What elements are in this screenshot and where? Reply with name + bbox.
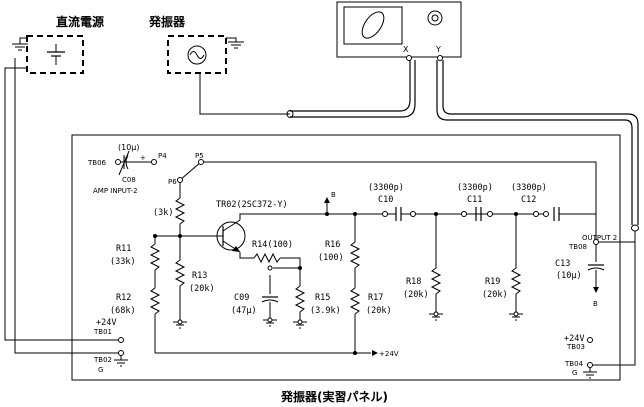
p6-terminal[interactable] xyxy=(177,177,183,183)
r17-value: (20k) xyxy=(366,306,392,316)
r11-label: R11 xyxy=(116,244,131,254)
c08-plus: + xyxy=(140,154,146,162)
c10-value: (3300p) xyxy=(368,183,404,193)
dc-power-label: 直流電源 xyxy=(56,14,104,29)
tb02-ground: G xyxy=(98,366,103,374)
r13-value: (20k) xyxy=(189,284,215,294)
r15-label: R15 xyxy=(315,293,330,303)
c12-value: (3300p) xyxy=(511,183,547,193)
r18-label: R18 xyxy=(406,277,421,287)
c08-minus: − xyxy=(123,154,129,162)
tb03-label: TB03 xyxy=(566,343,585,351)
scope-x-label: X xyxy=(403,45,409,54)
tb06-label: TB06 xyxy=(87,159,107,167)
p5-terminal[interactable] xyxy=(198,159,204,165)
r11-value: (33k) xyxy=(110,257,136,267)
tb01-terminal[interactable] xyxy=(118,337,124,343)
circuit xyxy=(118,150,605,356)
ground-symbols xyxy=(114,313,597,379)
tb04-terminal[interactable] xyxy=(587,362,593,368)
tb04-ground: G xyxy=(572,369,577,377)
c09-label: C09 xyxy=(234,293,249,303)
tb01-label: TB01 xyxy=(93,328,112,336)
r13-label: R13 xyxy=(192,271,207,281)
c10-label: C10 xyxy=(378,195,393,205)
scope-x-terminal[interactable] xyxy=(406,55,412,61)
cable-tb02 xyxy=(14,58,118,354)
dc-power-supply: 直流電源 xyxy=(12,14,104,74)
tb06-terminal[interactable] xyxy=(115,159,121,165)
tb01-voltage: +24V xyxy=(96,318,116,328)
p4-label: P4 xyxy=(158,152,167,160)
cables xyxy=(4,58,639,366)
junction-dots xyxy=(153,212,518,355)
oscillator-label: 発振器 xyxy=(148,14,186,29)
tb08-terminal[interactable] xyxy=(593,239,599,245)
r-3k-value: (3k) xyxy=(153,208,173,218)
r12-label: R12 xyxy=(116,293,131,303)
r16-value: (100) xyxy=(318,253,344,263)
tb04-label: TB04 xyxy=(564,360,584,368)
scope-y-terminal[interactable] xyxy=(437,55,443,61)
scope-y-label: Y xyxy=(435,45,441,54)
tb08-label: TB08 xyxy=(568,243,587,251)
b-right-label: B xyxy=(593,300,598,308)
terminal-posts xyxy=(115,159,599,368)
c11-label: C11 xyxy=(467,195,482,205)
r12-value: (68k) xyxy=(110,306,136,316)
tb02-label: TB02 xyxy=(93,356,112,364)
p6-label: P6 xyxy=(168,178,177,186)
r19-value: (20k) xyxy=(482,290,508,300)
r14-label: R14(100) xyxy=(252,240,293,250)
c08-label: C08 xyxy=(122,176,136,184)
r18-value: (20k) xyxy=(403,290,429,300)
r17-label: R17 xyxy=(368,293,383,303)
p4-terminal[interactable] xyxy=(151,159,157,165)
v24-bottom-label: +24V xyxy=(379,350,399,358)
c09-value: (47μ) xyxy=(231,306,257,316)
c12-label: C12 xyxy=(521,195,536,205)
labels: (10μ) − + TB06 C08 AMP INPUT-2 P4 P5 P6 … xyxy=(87,143,617,377)
tb03-terminal[interactable] xyxy=(587,337,593,343)
signal-generator: 発振器 xyxy=(148,14,244,74)
b-top-label: B xyxy=(331,191,336,199)
c13-value: (10μ) xyxy=(556,271,582,281)
training-panel xyxy=(71,134,621,381)
tb03-voltage: +24V xyxy=(564,334,584,344)
r19-label: R19 xyxy=(485,277,500,287)
tr02-label: TR02(2SC372-Y) xyxy=(216,200,288,210)
r16-label: R16 xyxy=(325,240,340,250)
amp-input-label: AMP INPUT-2 xyxy=(93,187,138,195)
panel-caption: 発振器(実習パネル) xyxy=(280,389,388,404)
c13-label: C13 xyxy=(555,259,570,269)
oscilloscope: X Y xyxy=(336,1,462,61)
tb02-terminal[interactable] xyxy=(118,350,124,356)
output2-label: OUTPUT 2 xyxy=(582,234,617,242)
c11-value: (3300p) xyxy=(457,183,493,193)
c08-value: (10μ) xyxy=(118,143,140,152)
cable-tb01 xyxy=(4,67,118,341)
p5-label: P5 xyxy=(195,152,204,160)
r15-value: (3.9k) xyxy=(310,306,341,316)
